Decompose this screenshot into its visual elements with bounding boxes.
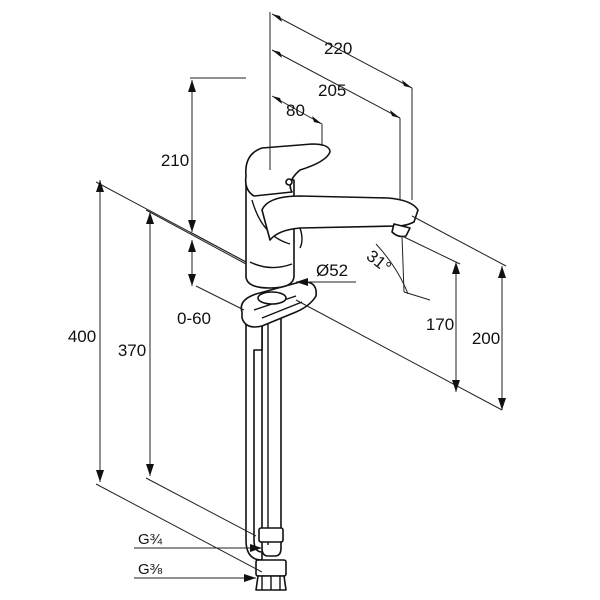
- dim-spout-height: 170: [426, 315, 454, 334]
- dim-overall-reach: 220: [324, 39, 352, 58]
- dim-body-height: 210: [161, 151, 189, 170]
- dim-supply-thread-lower: G⅜: [138, 561, 163, 578]
- faucet-lever: [244, 143, 331, 197]
- dim-spout-reach: 205: [318, 81, 346, 100]
- dim-lever-reach: 80: [286, 101, 305, 120]
- dim-overall-height: 400: [68, 327, 96, 346]
- dim-supply-thread-upper: G¾: [138, 531, 163, 548]
- faucet-drawing: [240, 143, 419, 591]
- faucet-spout: [261, 195, 419, 249]
- dim-height-to-base: 370: [118, 341, 146, 360]
- dim-body-diameter: Ø52: [316, 261, 348, 280]
- dim-deck-thickness: 0-60: [177, 309, 211, 328]
- dimension-arrowheads: [96, 14, 506, 582]
- dim-outlet-height: 200: [472, 329, 500, 348]
- mounting-bracket: [240, 280, 317, 328]
- dim-swivel-angle: 31°: [363, 246, 395, 277]
